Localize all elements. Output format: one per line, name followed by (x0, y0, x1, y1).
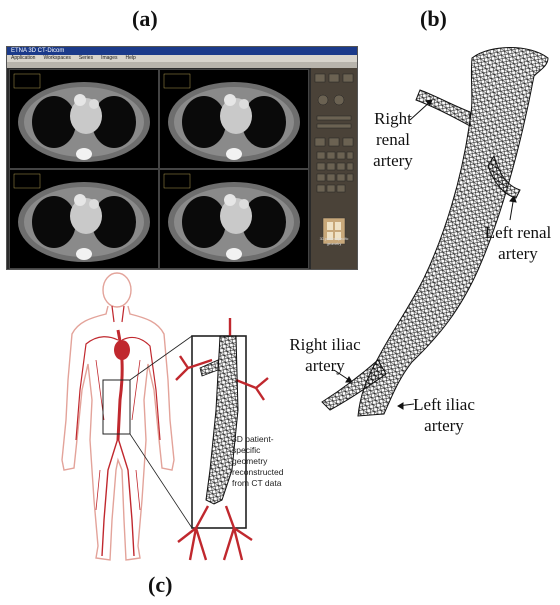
panel-label-c: (c) (148, 572, 172, 598)
ct-view-top-left-image (10, 70, 158, 168)
label-right-renal-artery: Right renal artery (362, 108, 424, 171)
ct-view-top-right[interactable] (159, 69, 309, 169)
label-right-iliac-artery: Right iliac artery (280, 334, 370, 376)
viewer-title-bar: ETNA 3D CT-Dicom (7, 47, 357, 55)
ct-view-bottom-right[interactable] (159, 169, 309, 269)
geometry-note: 3D patient- specific geometry reconstruc… (232, 434, 298, 489)
menu-item-series[interactable]: Series (79, 55, 93, 62)
body-icon (62, 273, 174, 560)
menu-item-images[interactable]: Images (101, 55, 117, 62)
ct-view-top-right-image (160, 70, 308, 168)
panel-label-a: (a) (132, 6, 158, 32)
ct-view-top-left[interactable] (9, 69, 159, 169)
ct-viewer-window: ETNA 3D CT-Dicom Application Workspaces … (6, 46, 358, 270)
ct-view-bottom-right-image (160, 170, 308, 268)
ct-view-bottom-left-image (10, 170, 158, 268)
viewer-menu-bar: Application Workspaces Series Images Hel… (7, 55, 357, 62)
viewer-status-note: 3D patient-specific geometry (313, 237, 355, 246)
menu-item-application[interactable]: Application (11, 55, 35, 62)
label-left-iliac-artery: Left iliac artery (404, 394, 484, 436)
ct-view-bottom-left[interactable] (9, 169, 159, 269)
panel-label-b: (b) (420, 6, 447, 32)
menu-item-workspaces[interactable]: Workspaces (43, 55, 70, 62)
menu-item-help[interactable]: Help (125, 55, 135, 62)
viewer-tab-strip (7, 62, 357, 68)
label-left-renal-artery: Left renal artery (476, 222, 560, 264)
